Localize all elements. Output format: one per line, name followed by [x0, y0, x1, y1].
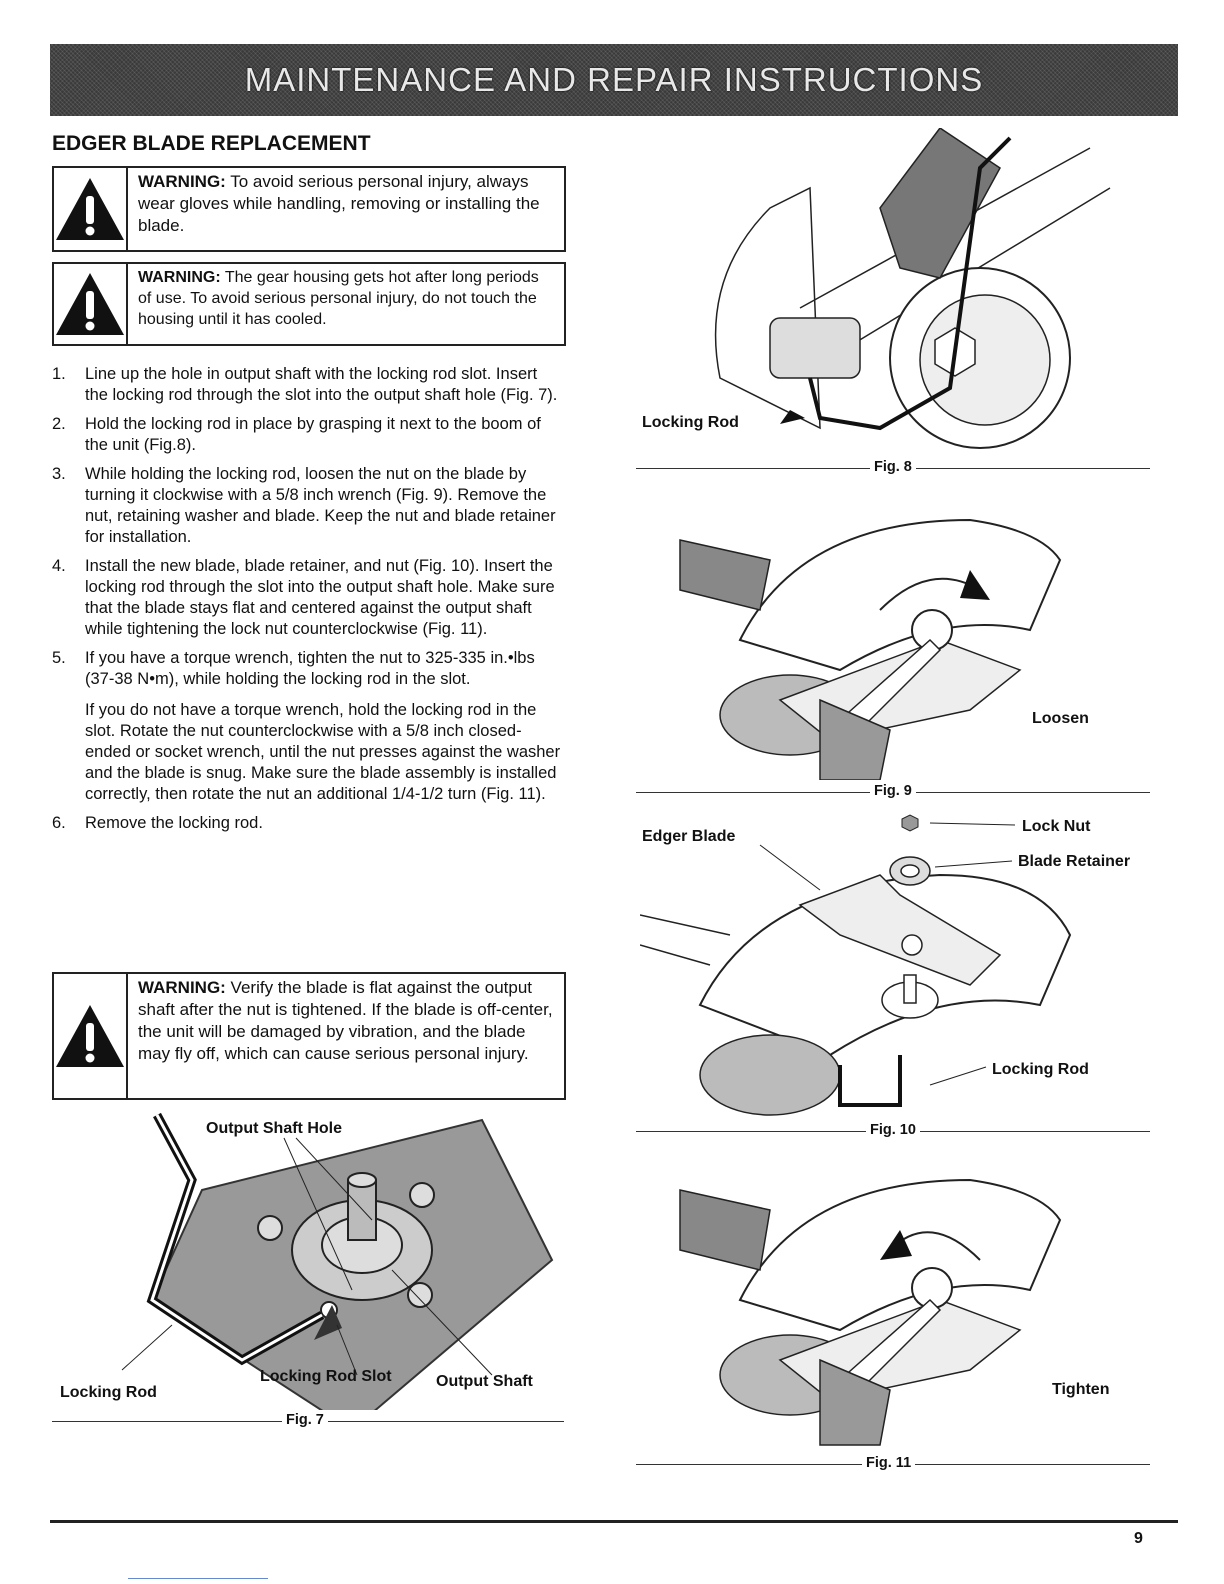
warning-text: WARNING: To avoid serious personal injur… — [138, 172, 540, 235]
section-title: EDGER BLADE REPLACEMENT — [52, 132, 371, 155]
warning-icon — [54, 974, 128, 1098]
fig11-caption: Fig. 11 — [862, 1455, 916, 1471]
section-banner: MAINTENANCE AND REPAIR INSTRUCTIONS — [50, 44, 1178, 116]
fig11-label-tighten: Tighten — [1052, 1381, 1110, 1398]
fig8-caption: Fig. 8 — [870, 459, 916, 475]
list-item: 1.Line up the hole in output shaft with … — [52, 365, 558, 404]
fig7-label-output-shaft-hole: Output Shaft Hole — [206, 1120, 342, 1137]
fig10-caption: Fig. 10 — [866, 1122, 920, 1138]
banner-title: MAINTENANCE AND REPAIR INSTRUCTIONS — [244, 61, 984, 98]
fig7-label-output-shaft: Output Shaft — [436, 1373, 533, 1390]
fig7-caption: Fig. 7 — [282, 1412, 328, 1428]
warning-icon — [54, 264, 128, 344]
fig8-label-locking-rod: Locking Rod — [642, 414, 739, 431]
warning-icon — [54, 168, 128, 250]
fig10-label-locking-rod: Locking Rod — [992, 1061, 1089, 1078]
instruction-steps: 1.Line up the hole in output shaft with … — [52, 364, 562, 842]
fig10-label-lock-nut: Lock Nut — [1022, 818, 1091, 835]
fig9-illustration — [679, 518, 1062, 780]
warning-text: WARNING: Verify the blade is flat agains… — [138, 978, 553, 1063]
list-item: 2.Hold the locking rod in place by grasp… — [52, 415, 541, 454]
warning-text: WARNING: The gear housing gets hot after… — [138, 269, 539, 328]
footer-link-underline — [128, 1578, 268, 1579]
list-item: 3.While holding the locking rod, loosen … — [52, 465, 556, 546]
fig10-label-blade-retainer: Blade Retainer — [1018, 853, 1131, 870]
fig7-illustration — [121, 1112, 554, 1410]
fig9-caption: Fig. 9 — [870, 783, 916, 799]
warning-box-hot-housing: WARNING: The gear housing gets hot after… — [52, 262, 566, 346]
list-item: 6.Remove the locking rod. — [52, 814, 263, 832]
fig10-illustration — [640, 814, 1072, 1116]
page-number: 9 — [1134, 1530, 1143, 1547]
warning-box-gloves: WARNING: To avoid serious personal injur… — [52, 166, 566, 252]
fig7-label-locking-rod-slot: Locking Rod Slot — [260, 1368, 392, 1385]
warning-box-blade-flat: WARNING: Verify the blade is flat agains… — [52, 972, 566, 1100]
fig11-illustration — [679, 1178, 1062, 1446]
fig9-label-loosen: Loosen — [1032, 710, 1089, 727]
footer-rule — [50, 1520, 1178, 1523]
list-item: 4.Install the new blade, blade retainer,… — [52, 557, 555, 638]
list-item: 5.If you have a torque wrench, tighten t… — [52, 649, 561, 803]
fig10-label-edger-blade: Edger Blade — [642, 828, 736, 845]
fig7-label-locking-rod: Locking Rod — [60, 1384, 157, 1401]
fig8-illustration — [714, 128, 1111, 449]
